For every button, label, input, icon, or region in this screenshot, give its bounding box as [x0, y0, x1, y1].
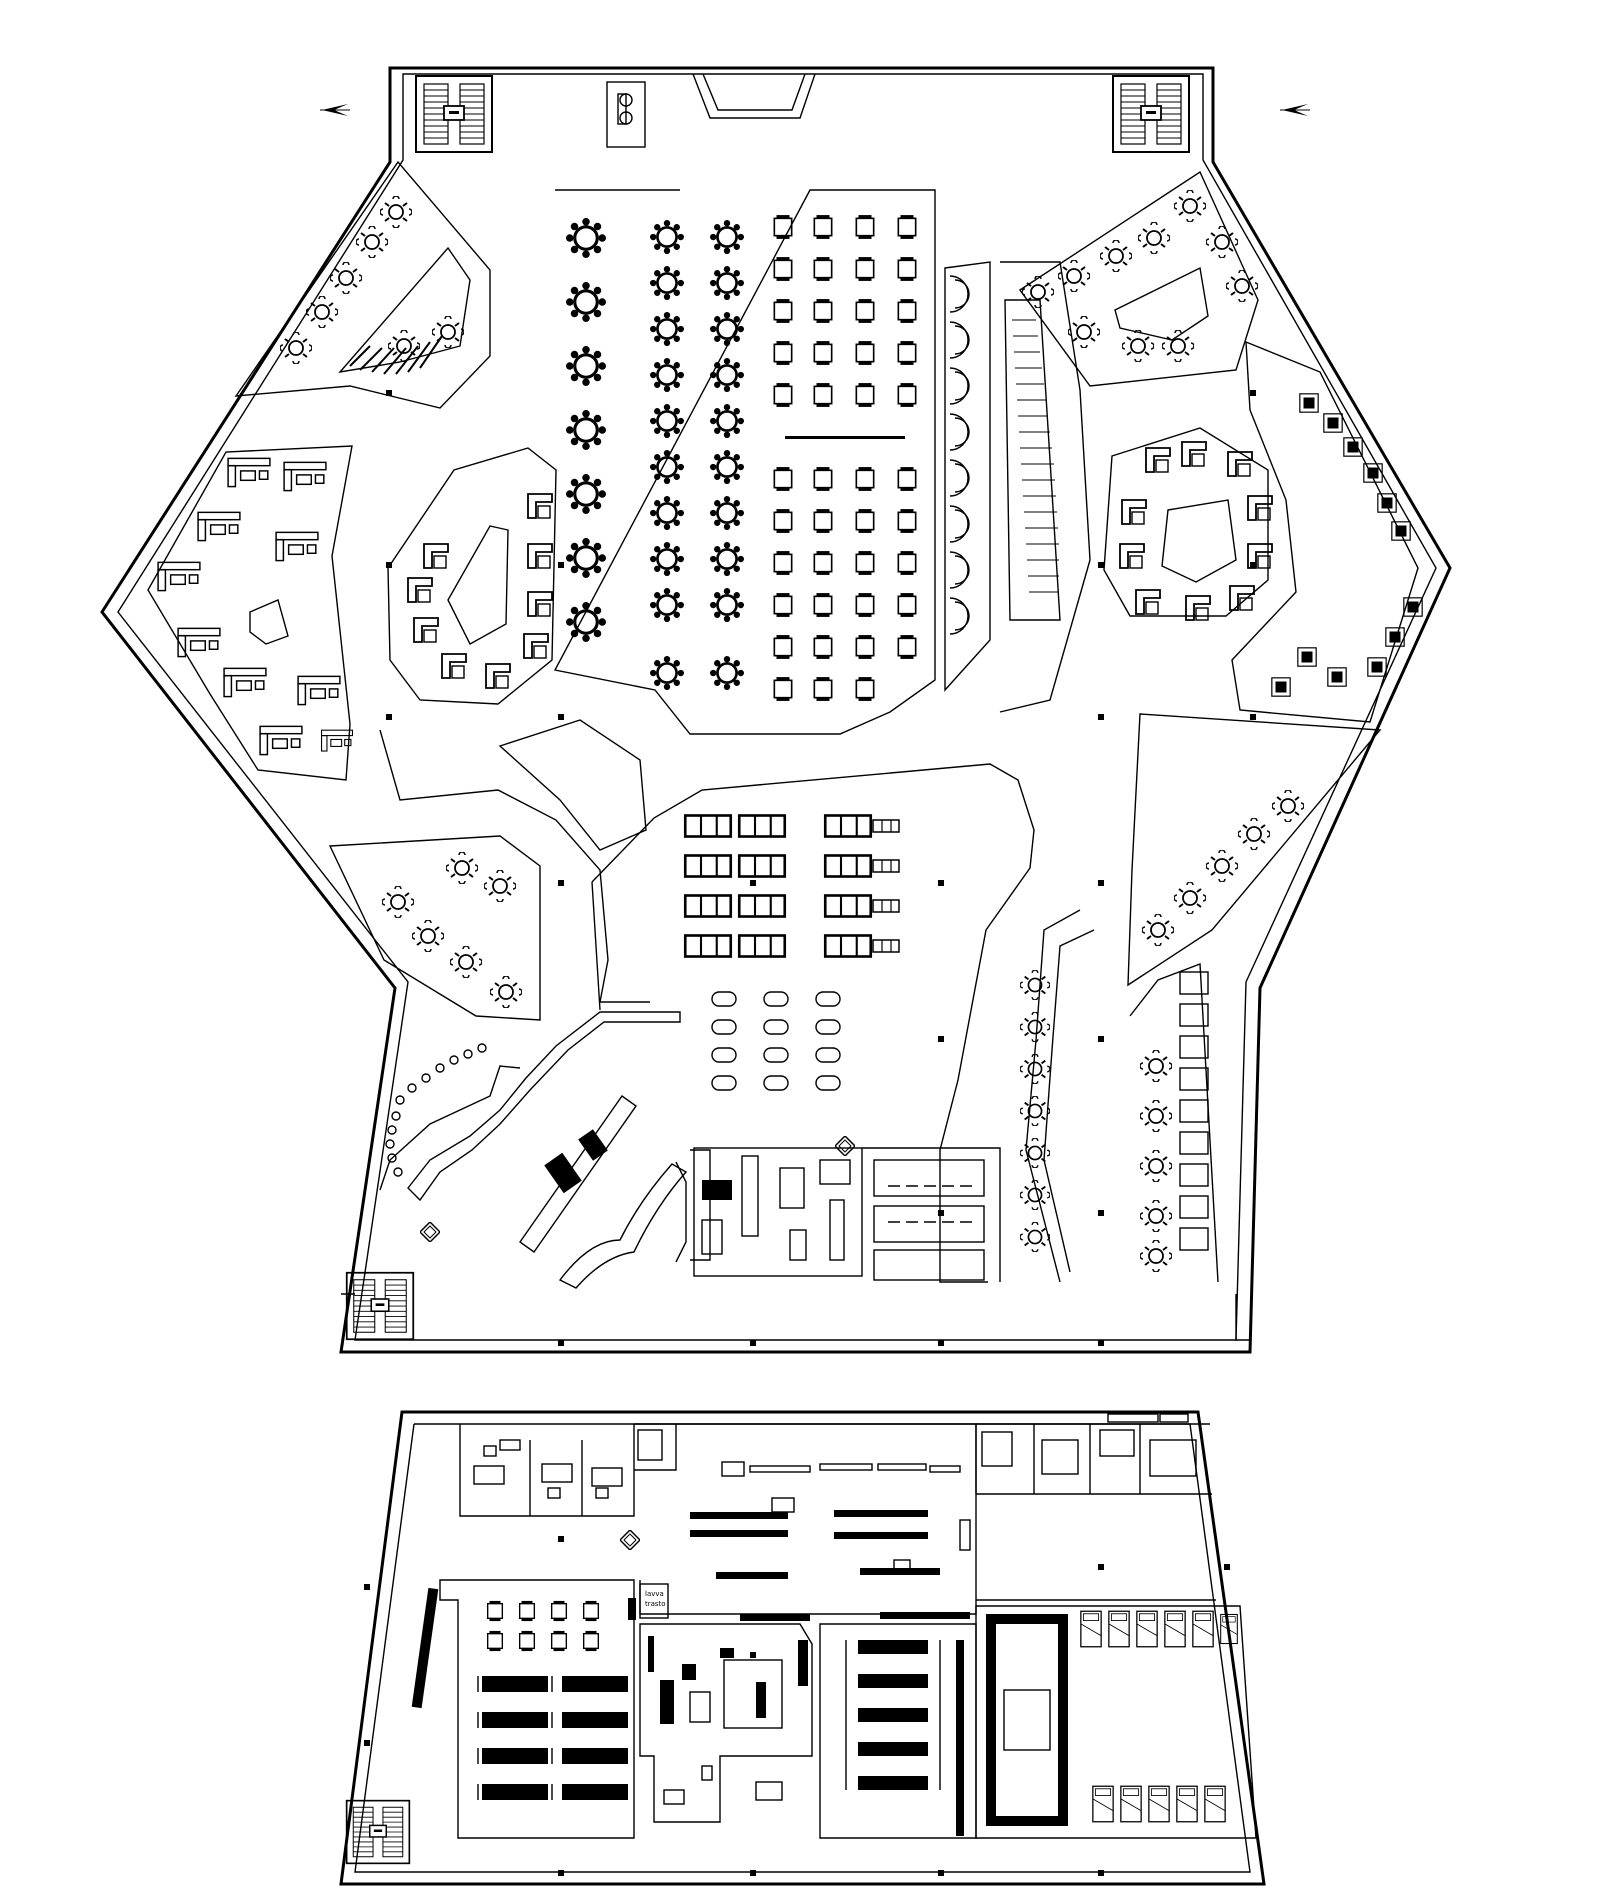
- round-tables-ne: [1022, 190, 1258, 362]
- beds-bottom-row: [1092, 1785, 1226, 1823]
- kitchen-equipment: [701, 1155, 851, 1261]
- upper-floor-plan: [100, 66, 1452, 1354]
- upper-inner-wall: [117, 73, 1437, 1341]
- storage-label-line2: trasto: [645, 1600, 666, 1608]
- booths-west: [407, 493, 553, 689]
- bench-rows-lobby: [683, 814, 900, 958]
- vending-unit: [606, 81, 646, 148]
- restroom-stalls: [873, 1159, 985, 1281]
- staff-canteen-wall: [439, 1579, 635, 1839]
- lounge-sw: [328, 835, 541, 1021]
- lower-floor-plan: lavva trasto: [339, 1410, 1266, 1886]
- booth-column-wall: [944, 261, 991, 692]
- round-tables-nw: [280, 196, 464, 364]
- staircase-icon: [1111, 74, 1191, 154]
- door-icon: [420, 1222, 440, 1242]
- lounge-ne: [1019, 170, 1259, 387]
- entrance-bay: [692, 73, 816, 119]
- booth-arches: [949, 275, 970, 635]
- storage-label-line1: lavva: [645, 1590, 664, 1598]
- staircase-icon: [345, 1799, 411, 1865]
- cafe-east: [1231, 340, 1419, 723]
- stage-edge: [785, 436, 905, 439]
- warehouse-shelves: [690, 1510, 970, 1621]
- lower-columns: [364, 1536, 1230, 1876]
- office-desks: [473, 1429, 663, 1499]
- canteen-tables: [486, 1600, 600, 1652]
- beds-top-row: [1080, 1610, 1238, 1648]
- round-tables-east-walk: [1020, 970, 1050, 1252]
- dormitory-area: [975, 1605, 1257, 1839]
- lounge-nw: [234, 160, 491, 409]
- banquet-hall-wall: [553, 189, 936, 735]
- kitchen-core: [693, 1147, 863, 1277]
- warehouse-area: [634, 1423, 977, 1615]
- buffet-counter: [519, 1095, 637, 1253]
- canteen-long-tables: [482, 1676, 628, 1800]
- round-tables-col-2: [650, 220, 684, 622]
- cafe-tables-lobby: [711, 991, 841, 1091]
- door-icon: [620, 1530, 640, 1550]
- round-tables-se: [1140, 1050, 1172, 1272]
- lower-exterior-wall: [339, 1410, 1266, 1886]
- staircase-icon: [414, 74, 494, 154]
- booth-island-east: [1103, 427, 1269, 617]
- booths-east: [1119, 441, 1273, 621]
- north-arrow-icon: [1280, 104, 1310, 116]
- rack-rows: [858, 1640, 964, 1836]
- structural-columns: [386, 390, 1256, 1346]
- central-lobby-outline: [591, 763, 1035, 1283]
- square-tables-lower-block: [773, 466, 917, 702]
- bar-hatch: [1012, 319, 1059, 593]
- round-tables-east-lounge: [1142, 790, 1304, 946]
- courtyard-planter: [1003, 1689, 1051, 1751]
- booth-island-west: [387, 447, 557, 705]
- curved-bench: [558, 1163, 688, 1289]
- bar-counter-sw: [407, 1011, 681, 1202]
- square-tables-upper-block: [773, 214, 917, 408]
- lounge-east: [1127, 713, 1382, 987]
- round-tables-sw: [382, 852, 522, 1008]
- cafe-table-sets-east: [1271, 393, 1423, 697]
- booths-se: [1179, 971, 1209, 1251]
- round-tables-col-1: [566, 218, 606, 642]
- bar-stools: [385, 1043, 487, 1177]
- sofa-lounge-west: [147, 445, 353, 781]
- door-icon: [835, 1136, 855, 1156]
- plant-room-equipment: [981, 1413, 1197, 1477]
- upper-exterior-wall: [100, 66, 1452, 1354]
- north-arrow-icon: [320, 104, 350, 116]
- long-bar-counter: [1004, 299, 1061, 621]
